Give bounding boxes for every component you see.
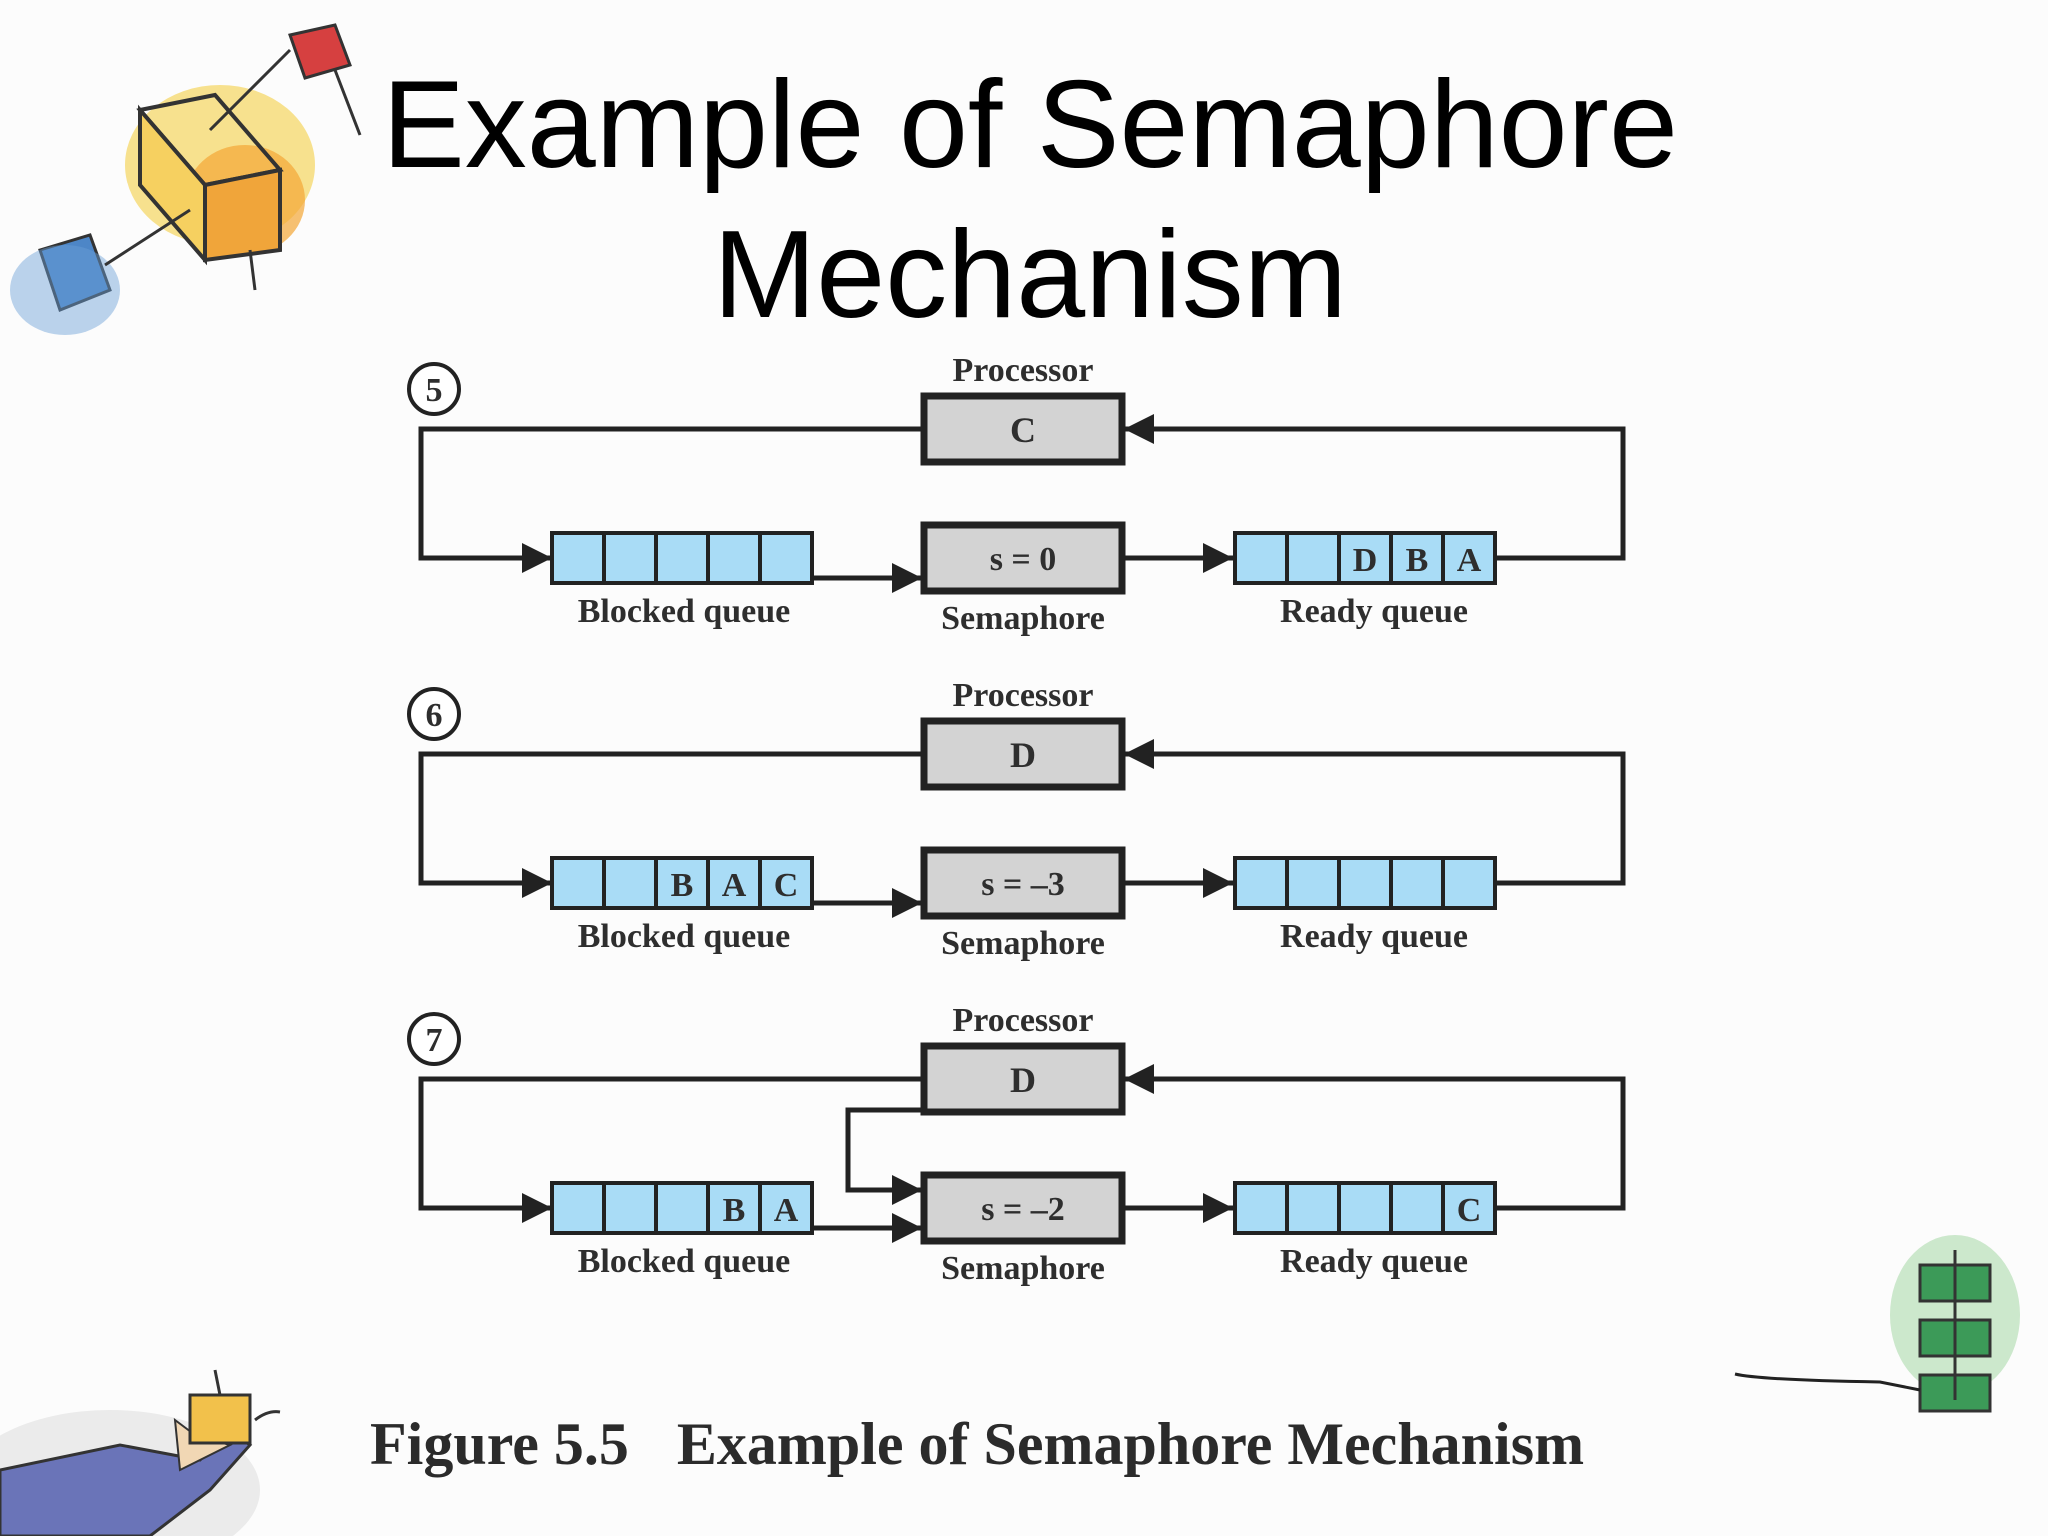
semaphore-value: s = –3 xyxy=(981,866,1065,903)
ready-queue-cell xyxy=(1389,856,1445,910)
semaphore-value: s = 0 xyxy=(990,541,1057,578)
cube-network-illustration xyxy=(10,23,362,335)
ready-queue-cell xyxy=(1233,856,1289,910)
blocked-queue-label: Blocked queue xyxy=(578,593,791,630)
ready-queue-label: Ready queue xyxy=(1280,1243,1468,1280)
ready-queue-item: B xyxy=(1406,542,1429,579)
blocked-queue-cell xyxy=(602,531,658,585)
semaphore-box xyxy=(920,1171,1126,1245)
ready-to-processor-arrow xyxy=(1124,739,1626,886)
step-marker xyxy=(407,687,461,741)
processor-box xyxy=(920,392,1126,466)
ready-queue-cell xyxy=(1441,856,1497,910)
ready-queue: Ready queue xyxy=(1233,856,1497,955)
ready-queue-label: Ready queue xyxy=(1280,593,1468,630)
slide-title-line1: Example of Semaphore xyxy=(382,56,1678,194)
ready-queue-cell xyxy=(1285,1181,1341,1235)
blocked-queue-item: C xyxy=(774,867,799,904)
figure-caption: Figure 5.5 Example of Semaphore Mechanism xyxy=(370,1410,1584,1479)
processor-to-blocked-arrow xyxy=(418,751,924,898)
blocked-queue-label: Blocked queue xyxy=(578,918,791,955)
ready-queue-cell xyxy=(1233,531,1289,585)
blocked-queue-cell xyxy=(550,856,606,910)
semaphore-value: s = –2 xyxy=(981,1191,1065,1228)
ready-queue-cell xyxy=(1441,531,1497,585)
hand-holding-box-illustration xyxy=(0,1369,281,1536)
processor-label: Processor xyxy=(953,1002,1094,1039)
step-number: 7 xyxy=(426,1022,443,1059)
ready-queue-cell xyxy=(1389,1181,1445,1235)
ready-queue-item: D xyxy=(1353,542,1378,579)
processor-box xyxy=(920,1042,1126,1116)
ready-queue-cell xyxy=(1285,531,1341,585)
blocked-queue-cell xyxy=(758,856,814,910)
processor-box xyxy=(920,717,1126,791)
semaphore-label: Semaphore xyxy=(941,925,1105,962)
ready-queue-item: A xyxy=(1457,542,1482,579)
semaphore-box xyxy=(920,846,1126,920)
ready-queue-item: C xyxy=(1457,1192,1482,1229)
figure-number: Figure 5.5 xyxy=(370,1411,629,1477)
ready-queue-cell xyxy=(1441,1181,1497,1235)
processor-to-blocked-arrow xyxy=(418,1076,924,1223)
step-number: 5 xyxy=(426,372,443,409)
blocked-queue-item: B xyxy=(671,867,694,904)
blocked-queue-item: B xyxy=(723,1192,746,1229)
semaphore-label: Semaphore xyxy=(941,600,1105,637)
processor-value: D xyxy=(1010,735,1036,775)
processor-value: C xyxy=(1010,410,1036,450)
step-marker xyxy=(407,362,461,416)
blocked-queue-cell xyxy=(706,531,762,585)
ready-queue-cell xyxy=(1285,856,1341,910)
blocked-queue-cell xyxy=(758,531,814,585)
stacked-boxes-illustration xyxy=(1734,1235,2020,1413)
figure-caption-text: Example of Semaphore Mechanism xyxy=(676,1411,1585,1477)
processor-to-blocked-arrow xyxy=(418,426,924,573)
ready-queue-cell xyxy=(1337,1181,1393,1235)
blocked-queue-cell xyxy=(654,531,710,585)
step-marker xyxy=(407,1012,461,1066)
ready-queue-cell xyxy=(1337,531,1393,585)
processor-value: D xyxy=(1010,1060,1036,1100)
slide-title: Example of Semaphore Mechanism xyxy=(280,50,1780,350)
processor-to-semaphore-arrow xyxy=(845,1107,926,1205)
processor-label: Processor xyxy=(953,352,1094,389)
ready-queue: C Ready queue xyxy=(1233,1181,1497,1280)
slide-title-line2: Mechanism xyxy=(713,206,1347,344)
blocked-queue-cell xyxy=(654,1181,710,1235)
blocked-queue-cell xyxy=(602,1181,658,1235)
semaphore-label: Semaphore xyxy=(941,1250,1105,1287)
blocked-queue-cell xyxy=(602,856,658,910)
blocked-queue-item: A xyxy=(774,1192,799,1229)
blocked-queue-item: A xyxy=(722,867,747,904)
step-number: 6 xyxy=(426,697,443,734)
blocked-queue-cell xyxy=(550,531,606,585)
blocked-queue-cell xyxy=(758,1181,814,1235)
ready-to-processor-arrow xyxy=(1124,414,1626,561)
blocked-queue-cell xyxy=(550,1181,606,1235)
ready-queue-cell xyxy=(1337,856,1393,910)
blocked-queue-label: Blocked queue xyxy=(578,1243,791,1280)
processor-label: Processor xyxy=(953,677,1094,714)
ready-queue-label: Ready queue xyxy=(1280,918,1468,955)
ready-to-processor-arrow xyxy=(1124,1064,1626,1211)
ready-queue-cell xyxy=(1233,1181,1289,1235)
semaphore-box xyxy=(920,521,1126,595)
blocked-queue: Blocked queue xyxy=(550,531,814,630)
blocked-queue-cell xyxy=(706,1181,762,1235)
